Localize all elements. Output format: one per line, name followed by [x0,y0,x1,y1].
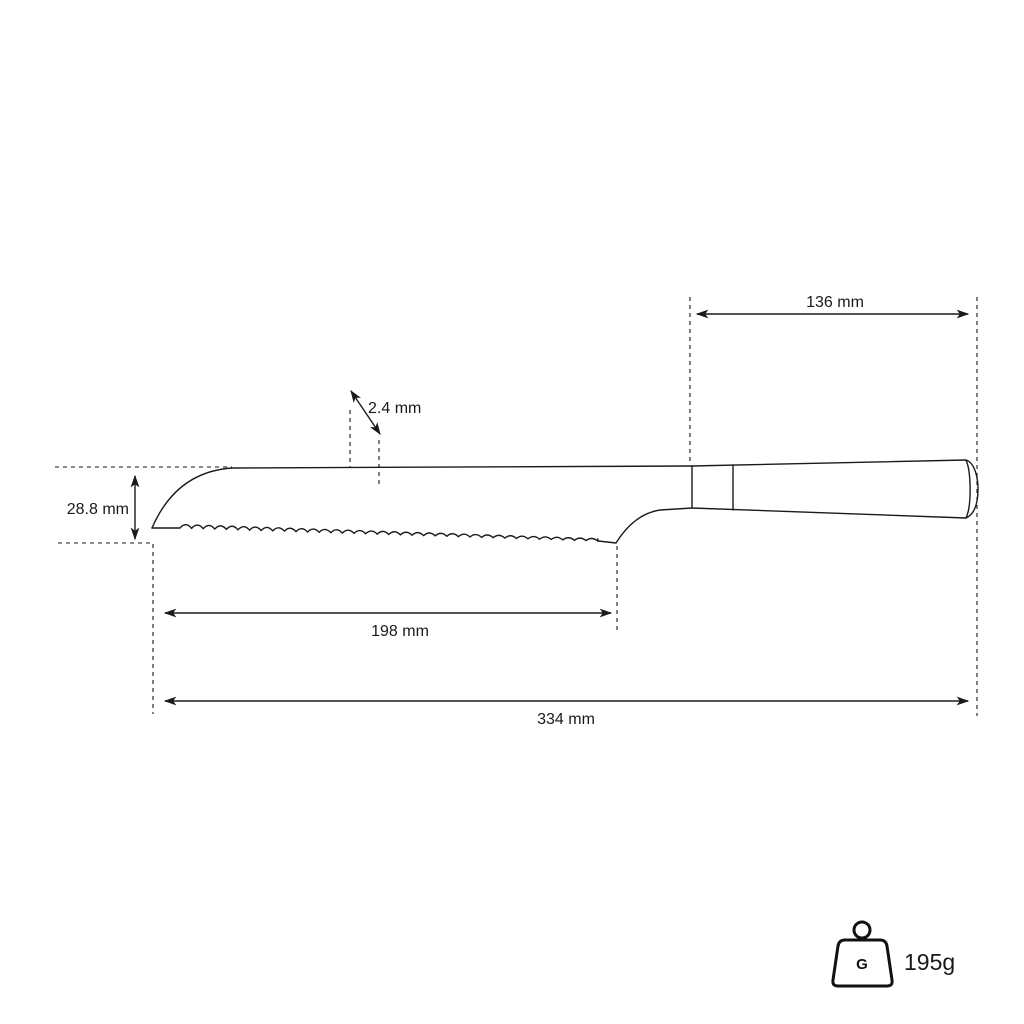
blade-bolster [597,507,693,544]
handle-end-cap [965,459,971,519]
label-handle-length: 136 mm [806,294,864,311]
label-spine-thickness: 2.4 mm [368,400,421,417]
weight-icon-letter: G [856,956,868,973]
weight-icon-ring [852,920,872,940]
weight-icon-body [831,938,894,988]
label-blade-length: 198 mm [371,623,429,640]
blade-spine [151,465,693,529]
serrated-edge [151,524,599,542]
label-blade-height: 28.8 mm [67,501,129,518]
weight-icon: G [831,920,894,988]
label-total-length: 334 mm [537,711,595,728]
dimension-arrow-spine-thickness [350,389,381,436]
weight-value: 195g [904,949,955,975]
handle-outline [691,459,979,519]
